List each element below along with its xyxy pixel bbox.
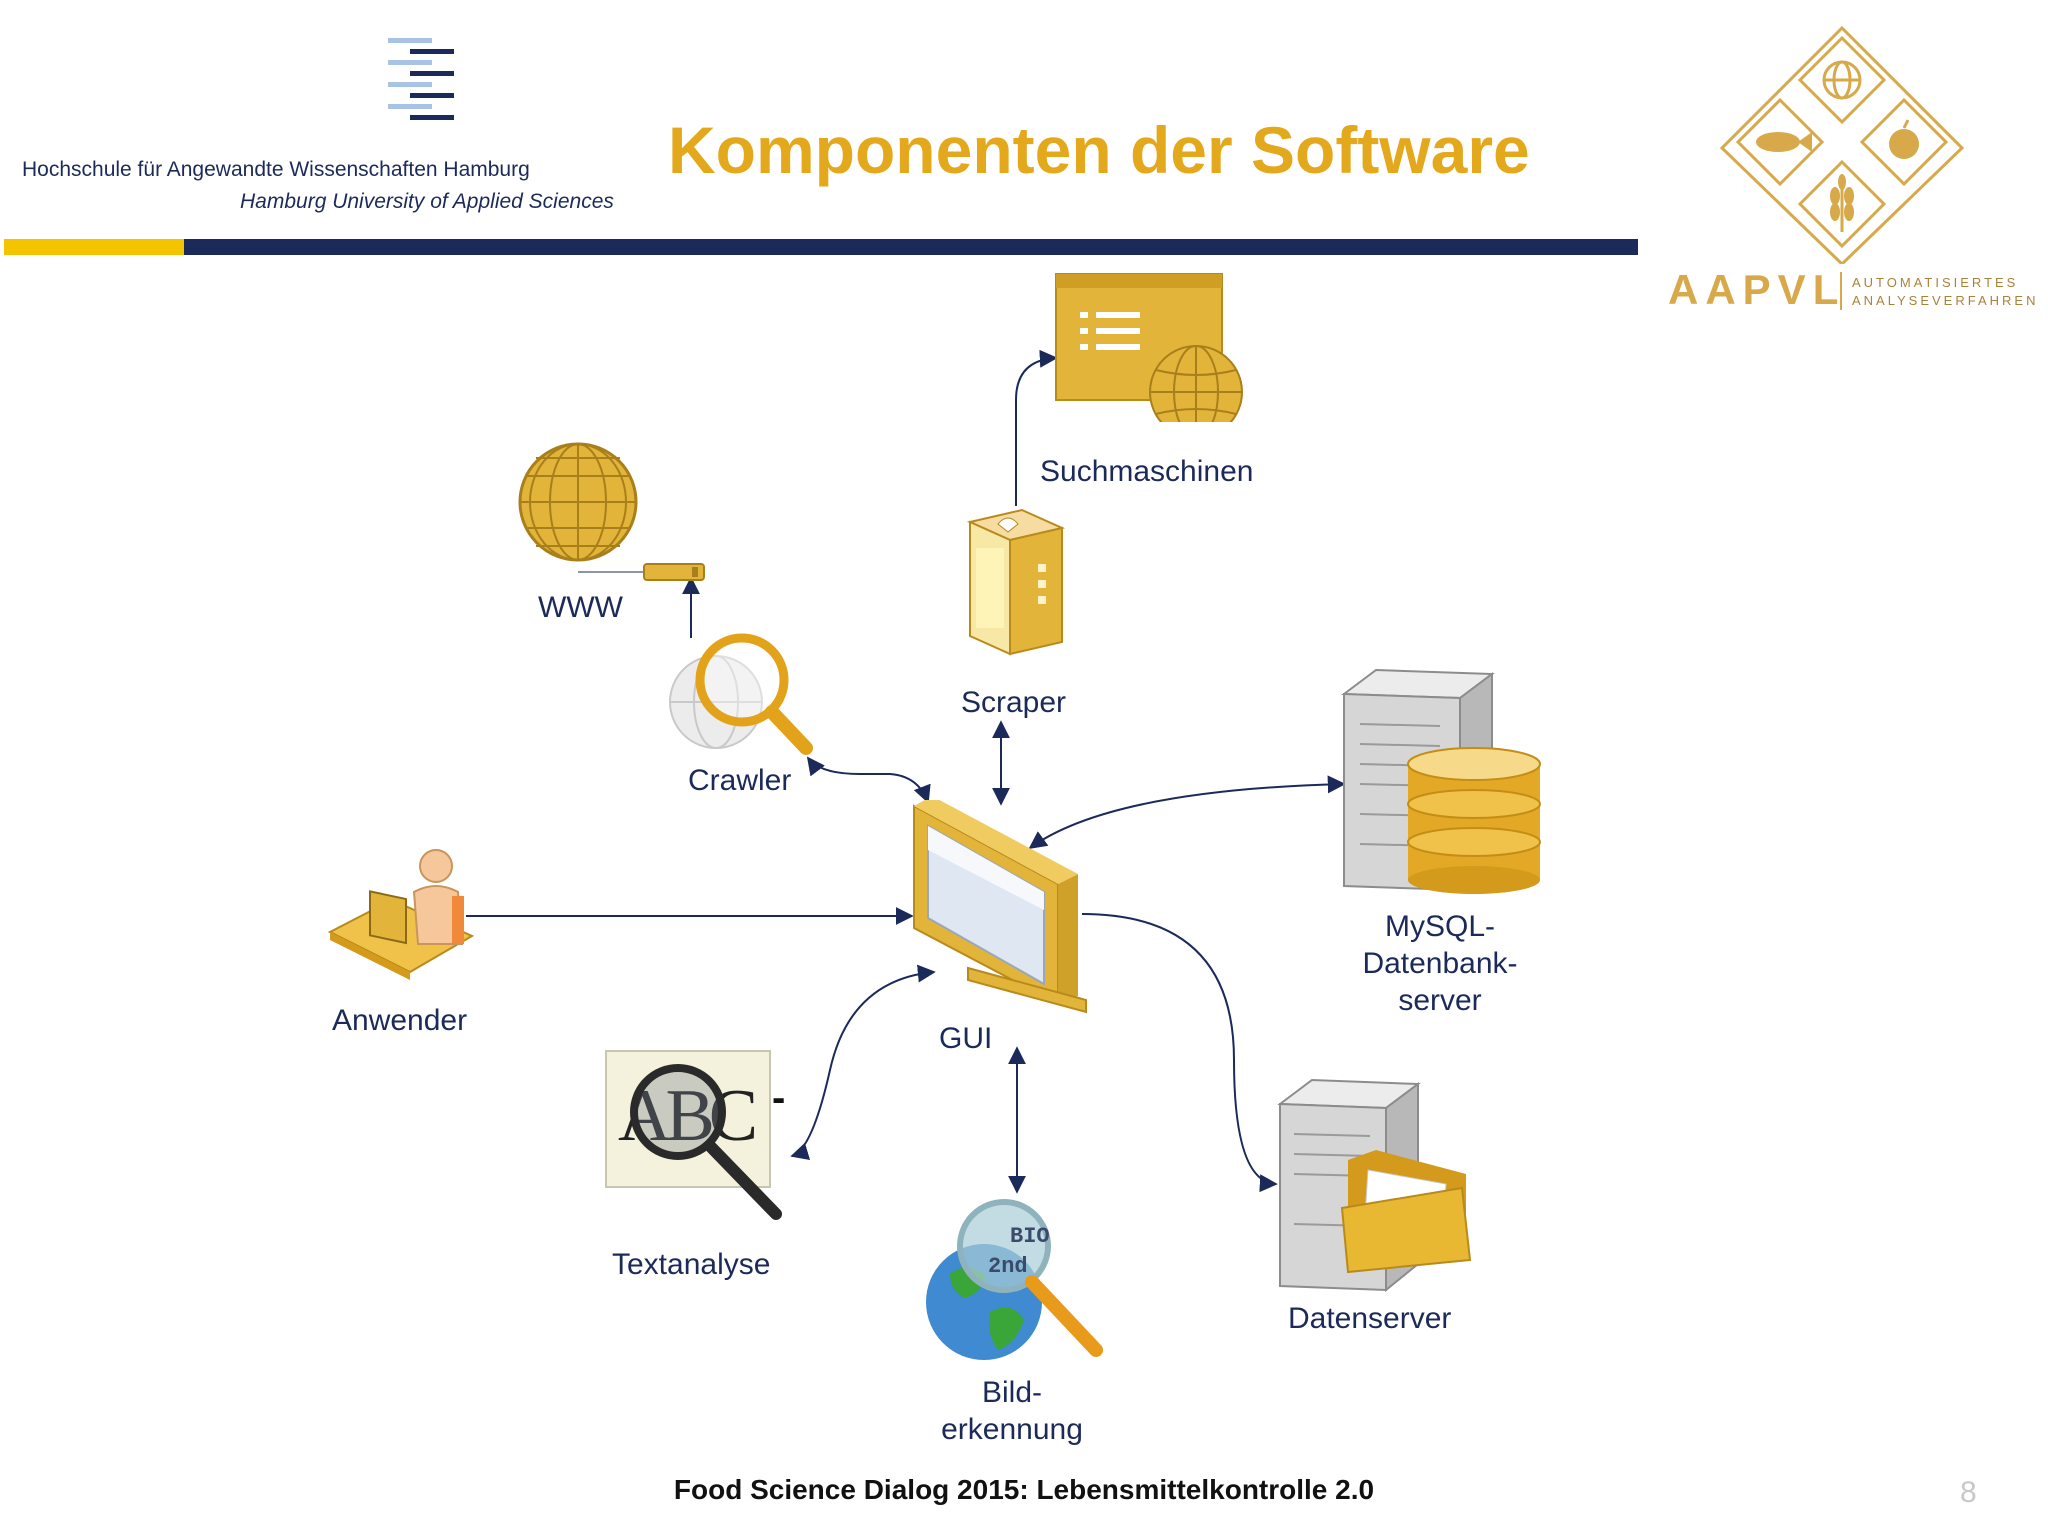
person-icon — [419, 849, 453, 883]
connector-scraper-suchmaschinen — [1015, 349, 1058, 506]
bio-text: BIO — [1010, 1224, 1050, 1249]
node-label-textanalyse: Textanalyse — [612, 1248, 771, 1281]
second-text: 2nd — [988, 1254, 1028, 1279]
fish-icon — [1756, 132, 1800, 152]
node-label-suchmaschinen: Suchmaschinen — [1040, 455, 1254, 488]
aapvl-logo-text: AAPVL — [1668, 266, 1846, 313]
connector-gui-datenserver — [1081, 913, 1278, 1193]
magnifier-icon — [630, 1064, 782, 1220]
header-rule-accent — [4, 239, 184, 255]
connector-gui-textanalyse — [790, 964, 936, 1160]
connector-gui-mysql — [1028, 775, 1346, 850]
monitor-icon — [913, 800, 1087, 1014]
crawler-magnifier-icon — [669, 633, 813, 755]
aapvl-tagline-1: AUTOMATISIERTES — [1852, 275, 2019, 290]
user-at-desk-icon — [327, 849, 475, 980]
scraper-box-icon — [966, 508, 1066, 656]
search-engine-icon — [1055, 273, 1243, 422]
database-cylinder-icon — [1407, 747, 1541, 894]
file-server-icon — [1277, 1078, 1472, 1293]
aapvl-tagline: AUTOMATISIERTES ANALYSEVERFAHREN — [1852, 274, 2038, 310]
globe-icon — [518, 442, 705, 581]
header-rule — [184, 239, 1638, 255]
node-label-mysql-1: MySQL- — [1384, 910, 1495, 943]
node-label-www: WWW — [538, 591, 623, 624]
footer-text: Food Science Dialog 2015: Lebensmittelko… — [673, 1474, 1375, 1505]
folder-icon — [1340, 1150, 1472, 1274]
apple-icon — [1889, 129, 1919, 159]
institution-name-en: Hamburg University of Applied Sciences — [240, 190, 614, 213]
node-label-bild-1: Bild- — [981, 1376, 1042, 1409]
network-device-icon — [643, 563, 705, 581]
node-label-mysql-2: Datenbank- — [1362, 947, 1518, 980]
image-recognition-icon — [926, 1199, 1103, 1360]
database-server-icon — [1341, 668, 1541, 894]
aapvl-emblem — [1719, 25, 1965, 264]
university-logo-mark — [388, 38, 454, 120]
wheat-icon — [1830, 174, 1854, 232]
aapvl-divider — [1840, 272, 1842, 310]
slide-title: Komponenten der Software — [668, 113, 1530, 187]
node-label-mysql-3: server — [1398, 984, 1482, 1017]
node-label-gui: GUI — [939, 1022, 993, 1055]
institution-name-de: Hochschule für Angewandte Wissenschaften… — [22, 158, 530, 181]
dash-mark: - — [772, 1076, 786, 1120]
node-label-bild-2: erkennung — [941, 1413, 1083, 1446]
node-label-mysql: MySQL- Datenbank- server — [1330, 908, 1550, 1019]
node-label-bilderkennung: Bild- erkennung — [912, 1374, 1112, 1448]
node-label-anwender: Anwender — [332, 1004, 468, 1037]
page-number: 8 — [1960, 1476, 1977, 1509]
node-label-datenserver: Datenserver — [1288, 1302, 1452, 1335]
node-label-crawler: Crawler — [688, 764, 792, 797]
desktop-monitor-icon — [369, 890, 407, 945]
connector-crawler-gui — [806, 756, 931, 804]
aapvl-tagline-2: ANALYSEVERFAHREN — [1852, 293, 2039, 308]
node-label-scraper: Scraper — [961, 686, 1067, 719]
